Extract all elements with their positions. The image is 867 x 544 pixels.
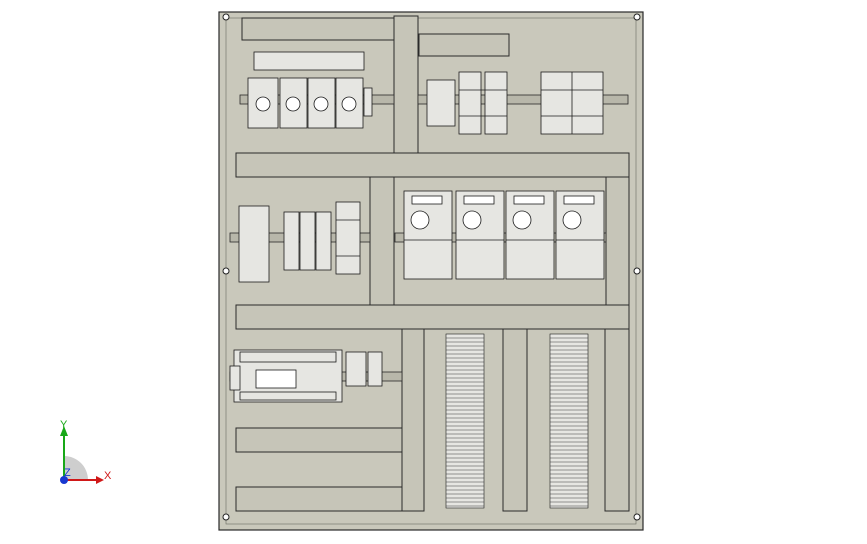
duct-vertical-mid-left [369, 176, 395, 306]
vfd-display [513, 195, 545, 205]
breaker-row-top-left[interactable] [247, 51, 373, 129]
plc-display [255, 369, 297, 389]
coordinate-triad: Y X Z [60, 419, 112, 484]
breaker-module[interactable] [315, 211, 332, 271]
plc-group[interactable] [229, 349, 383, 403]
vfd-drives[interactable] [403, 190, 605, 280]
duct-vertical-bottom-2 [502, 328, 528, 512]
duct-horizontal-3 [235, 427, 403, 453]
relay-module[interactable] [426, 79, 456, 127]
terminal-strip-left[interactable] [445, 333, 485, 509]
duct-horizontal-2 [235, 304, 630, 330]
breaker-module[interactable] [283, 211, 300, 271]
vfd-drive[interactable] [555, 190, 605, 280]
plc-io-bottom [239, 391, 337, 401]
vfd-drive[interactable] [455, 190, 505, 280]
triad-arc [64, 456, 88, 480]
terminal-strips[interactable] [445, 333, 589, 509]
breaker-knob[interactable] [313, 96, 329, 112]
y-axis-arrow [60, 426, 68, 436]
vfd-drive[interactable] [505, 190, 555, 280]
duct-vertical-bottom-3 [604, 328, 630, 512]
breaker-knob[interactable] [285, 96, 301, 112]
y-axis-label: Y [60, 419, 68, 431]
vfd-dial[interactable] [410, 210, 430, 230]
plc-io-top [239, 351, 337, 363]
vfd-display [411, 195, 443, 205]
contactor-group-top-right[interactable] [426, 71, 604, 135]
terminal-block[interactable] [345, 351, 367, 387]
terminal-block[interactable] [367, 351, 383, 387]
breaker-knob[interactable] [255, 96, 271, 112]
breaker-knob[interactable] [341, 96, 357, 112]
duct-horizontal-4 [235, 486, 403, 512]
power-supply-group[interactable] [238, 201, 361, 283]
mounting-hole [633, 513, 641, 521]
duct-vertical-mid-right [605, 176, 630, 306]
contactor-module[interactable] [484, 71, 508, 135]
z-axis-dot [60, 476, 68, 484]
breaker-top-terminals [253, 51, 365, 71]
mounting-hole [222, 267, 230, 275]
vfd-dial[interactable] [512, 210, 532, 230]
x-axis-label: X [104, 470, 112, 482]
vfd-display [463, 195, 495, 205]
duct-top-left-label-strip [241, 17, 395, 41]
contactor-module[interactable] [458, 71, 482, 135]
vfd-display [563, 195, 595, 205]
vfd-drive[interactable] [403, 190, 453, 280]
breaker-module[interactable] [299, 211, 316, 271]
mounting-hole [222, 513, 230, 521]
breaker-end-clamp [363, 87, 373, 117]
power-supply[interactable] [238, 205, 270, 283]
end-clamp [229, 365, 241, 391]
mounting-hole [222, 13, 230, 21]
duct-vertical-bottom-1 [401, 328, 425, 512]
mounting-hole [633, 267, 641, 275]
terminal-strip-right[interactable] [549, 333, 589, 509]
mounting-hole [633, 13, 641, 21]
z-axis-label: Z [64, 467, 71, 479]
duct-top-right-label-strip [418, 33, 510, 57]
duct-vertical-top [393, 15, 419, 154]
terminal-block[interactable] [335, 201, 361, 275]
x-axis-arrow [96, 476, 104, 484]
terminal-strip-lines [446, 337, 588, 507]
wire-ducts [235, 15, 630, 512]
vfd-dial[interactable] [462, 210, 482, 230]
duct-horizontal-1 [235, 152, 630, 178]
vfd-dial[interactable] [562, 210, 582, 230]
din-rail-top-right [417, 94, 629, 105]
